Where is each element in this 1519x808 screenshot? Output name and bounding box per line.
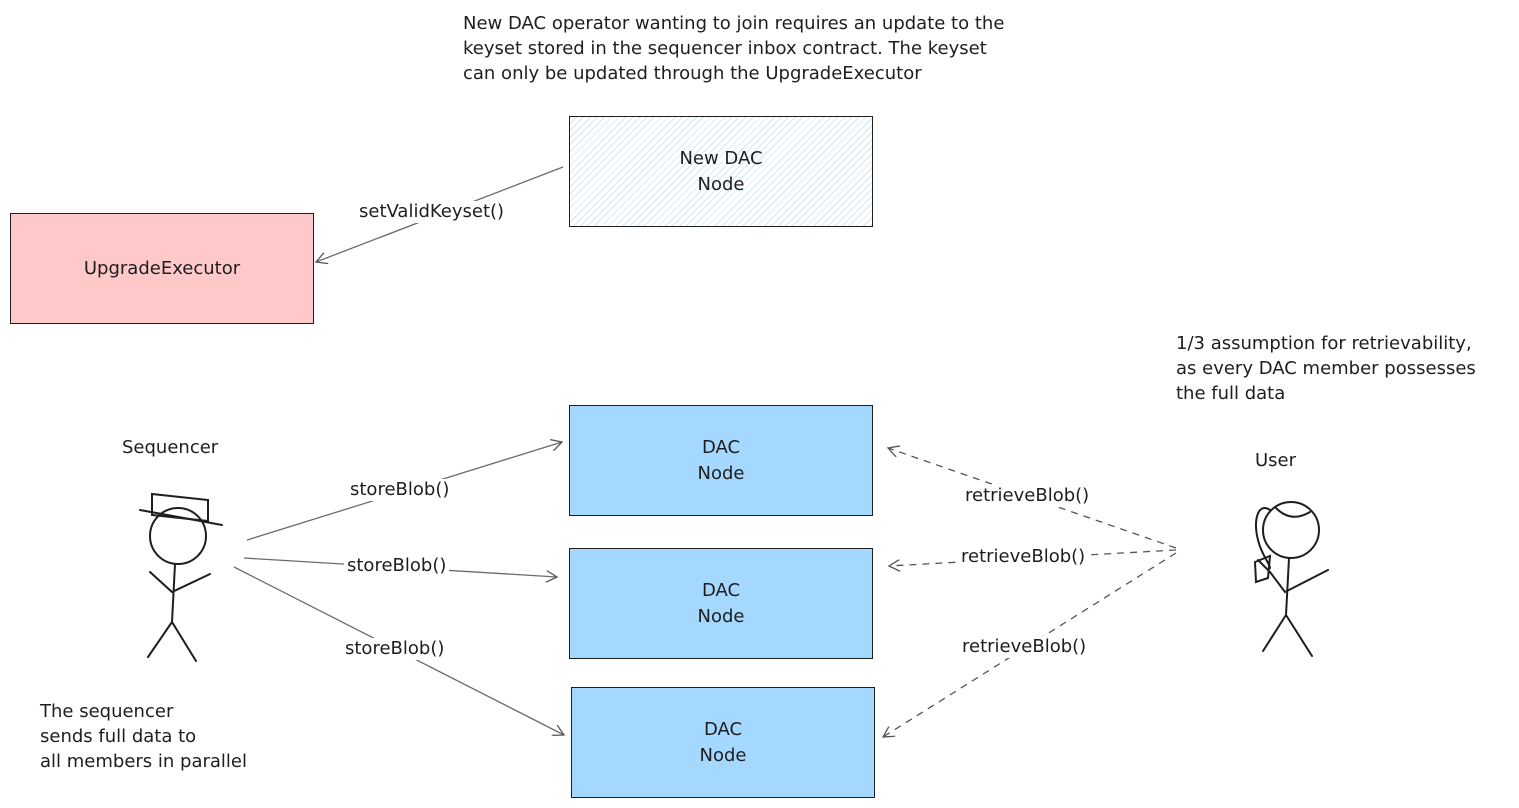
- dac-node-box-1: DAC Node: [569, 405, 873, 516]
- dac-node-label-3: DAC Node: [699, 718, 747, 766]
- upgrade-executor-box: UpgradeExecutor: [10, 213, 314, 324]
- store-blob-label-2: storeBlob(): [344, 555, 450, 577]
- retrieve-blob-label-2: retrieveBlob(): [958, 546, 1089, 568]
- new-dac-node-box: New DAC Node: [569, 116, 873, 227]
- note-retrievability: 1/3 assumption for retrievability, as ev…: [1176, 333, 1476, 404]
- dac-node-box-3: DAC Node: [571, 687, 875, 798]
- store-blob-label-3: storeBlob(): [342, 638, 448, 660]
- user-figure-icon: [1253, 501, 1329, 657]
- note-keyset-update: New DAC operator wanting to join require…: [463, 13, 1005, 84]
- retrieve-blob-label-3: retrieveBlob(): [959, 636, 1090, 658]
- dac-node-box-2: DAC Node: [569, 548, 873, 659]
- set-valid-keyset-label: setValidKeyset(): [356, 201, 508, 223]
- note-sequencer-parallel: The sequencer sends full data to all mem…: [40, 701, 247, 772]
- new-dac-node-label: New DAC Node: [679, 147, 763, 195]
- store-blob-label-1: storeBlob(): [347, 479, 453, 501]
- user-label: User: [1255, 450, 1297, 471]
- sequencer-figure-icon: [139, 492, 223, 662]
- upgrade-executor-label: UpgradeExecutor: [83, 257, 241, 279]
- dac-node-label-1: DAC Node: [697, 436, 745, 484]
- dac-node-label-2: DAC Node: [697, 579, 745, 627]
- sequencer-label: Sequencer: [122, 437, 219, 458]
- retrieve-blob-label-1: retrieveBlob(): [962, 485, 1093, 507]
